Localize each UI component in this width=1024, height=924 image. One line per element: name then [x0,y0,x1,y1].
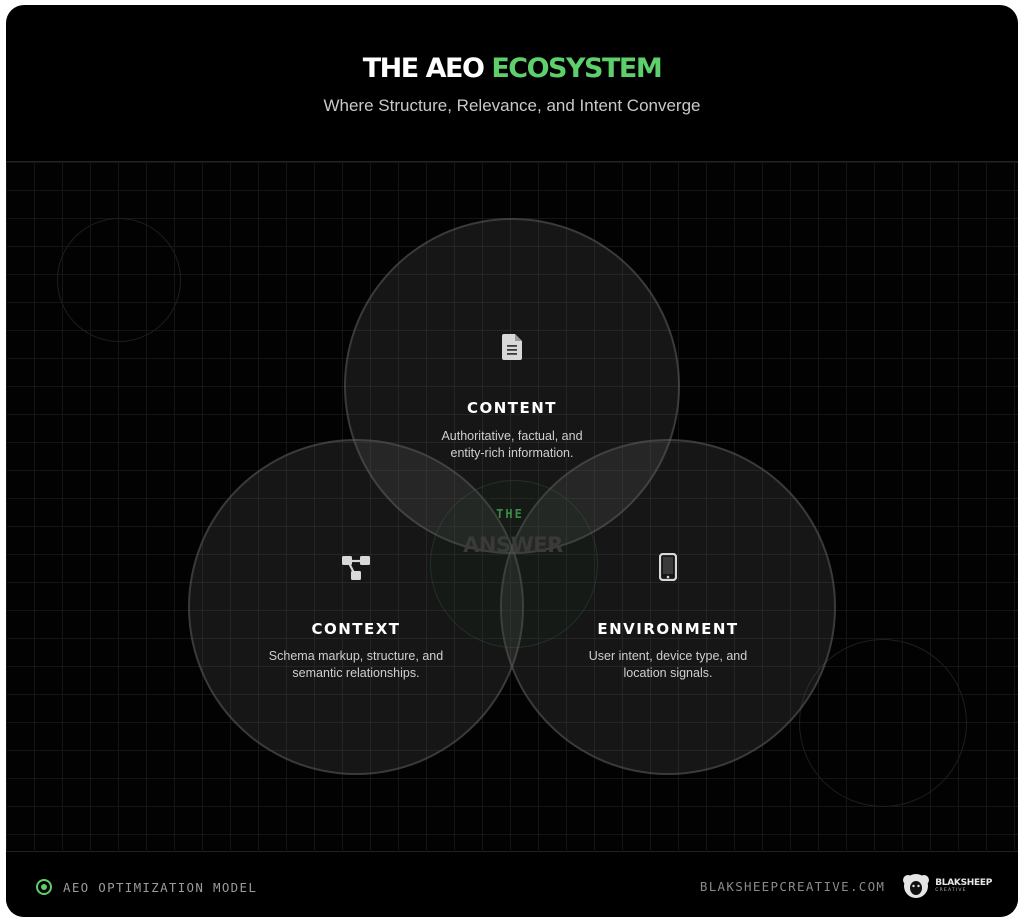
node-desc-line: Schema markup, structure, and [268,649,444,663]
header: THE AEO ECOSYSTEM Where Structure, Relev… [6,5,1018,162]
node-heading: CONTEXT [311,620,401,638]
smartphone-icon [659,553,677,581]
node-desc-line: location signals. [623,666,713,680]
document-icon [502,334,522,360]
center-top-label: THE [496,507,524,521]
center-answer-circle [430,480,598,648]
node-description: Schema markup, structure, and semantic r… [226,648,486,682]
footer-brand: BLAKSHEEPCREATIVE.COM BLAKSHEEP CREATIVE [700,870,992,902]
decorative-circle-left [57,218,181,342]
title-part-white: THE AEO [362,53,492,84]
logo-text-main: BLAKSHEEP [935,877,992,888]
target-icon [36,879,52,895]
title-part-accent: ECOSYSTEM [491,53,662,84]
sheep-logo-icon [903,874,930,898]
node-context: CONTEXT Schema markup, structure, and se… [226,555,486,682]
page-title: THE AEO ECOSYSTEM [6,53,1018,84]
node-description: User intent, device type, and location s… [538,648,798,682]
center-main-label: ANSWER [463,533,563,557]
page-subtitle: Where Structure, Relevance, and Intent C… [323,96,701,115]
logo-text-sub: CREATIVE [935,887,967,893]
node-desc-line: entity-rich information. [450,446,574,460]
node-heading: ENVIRONMENT [597,620,739,638]
footer-model: AEO OPTIMIZATION MODEL [36,879,257,895]
brand-logo: BLAKSHEEP CREATIVE [899,871,992,901]
node-desc-line: semantic relationships. [292,666,420,680]
model-label: AEO OPTIMIZATION MODEL [63,879,258,895]
node-environment: ENVIRONMENT User intent, device type, an… [538,553,798,682]
network-icon [342,556,370,580]
decorative-circle-right [799,639,967,807]
logo-wordmark: BLAKSHEEP CREATIVE [935,877,992,894]
node-desc-line: User intent, device type, and [588,649,748,663]
infographic-card: THE AEO ECOSYSTEM Where Structure, Relev… [6,5,1018,917]
node-heading: CONTENT [466,399,558,417]
website-link[interactable]: BLAKSHEEPCREATIVE.COM [699,878,886,894]
node-desc-line: Authoritative, factual, and [441,429,583,443]
node-description: Authoritative, factual, and entity-rich … [382,428,642,462]
node-content: CONTENT Authoritative, factual, and enti… [382,334,642,462]
footer: AEO OPTIMIZATION MODEL BLAKSHEEPCREATIVE… [6,851,1018,917]
venn-diagram: THE ANSWER CONTENT Authoritative, factua… [6,162,1018,850]
